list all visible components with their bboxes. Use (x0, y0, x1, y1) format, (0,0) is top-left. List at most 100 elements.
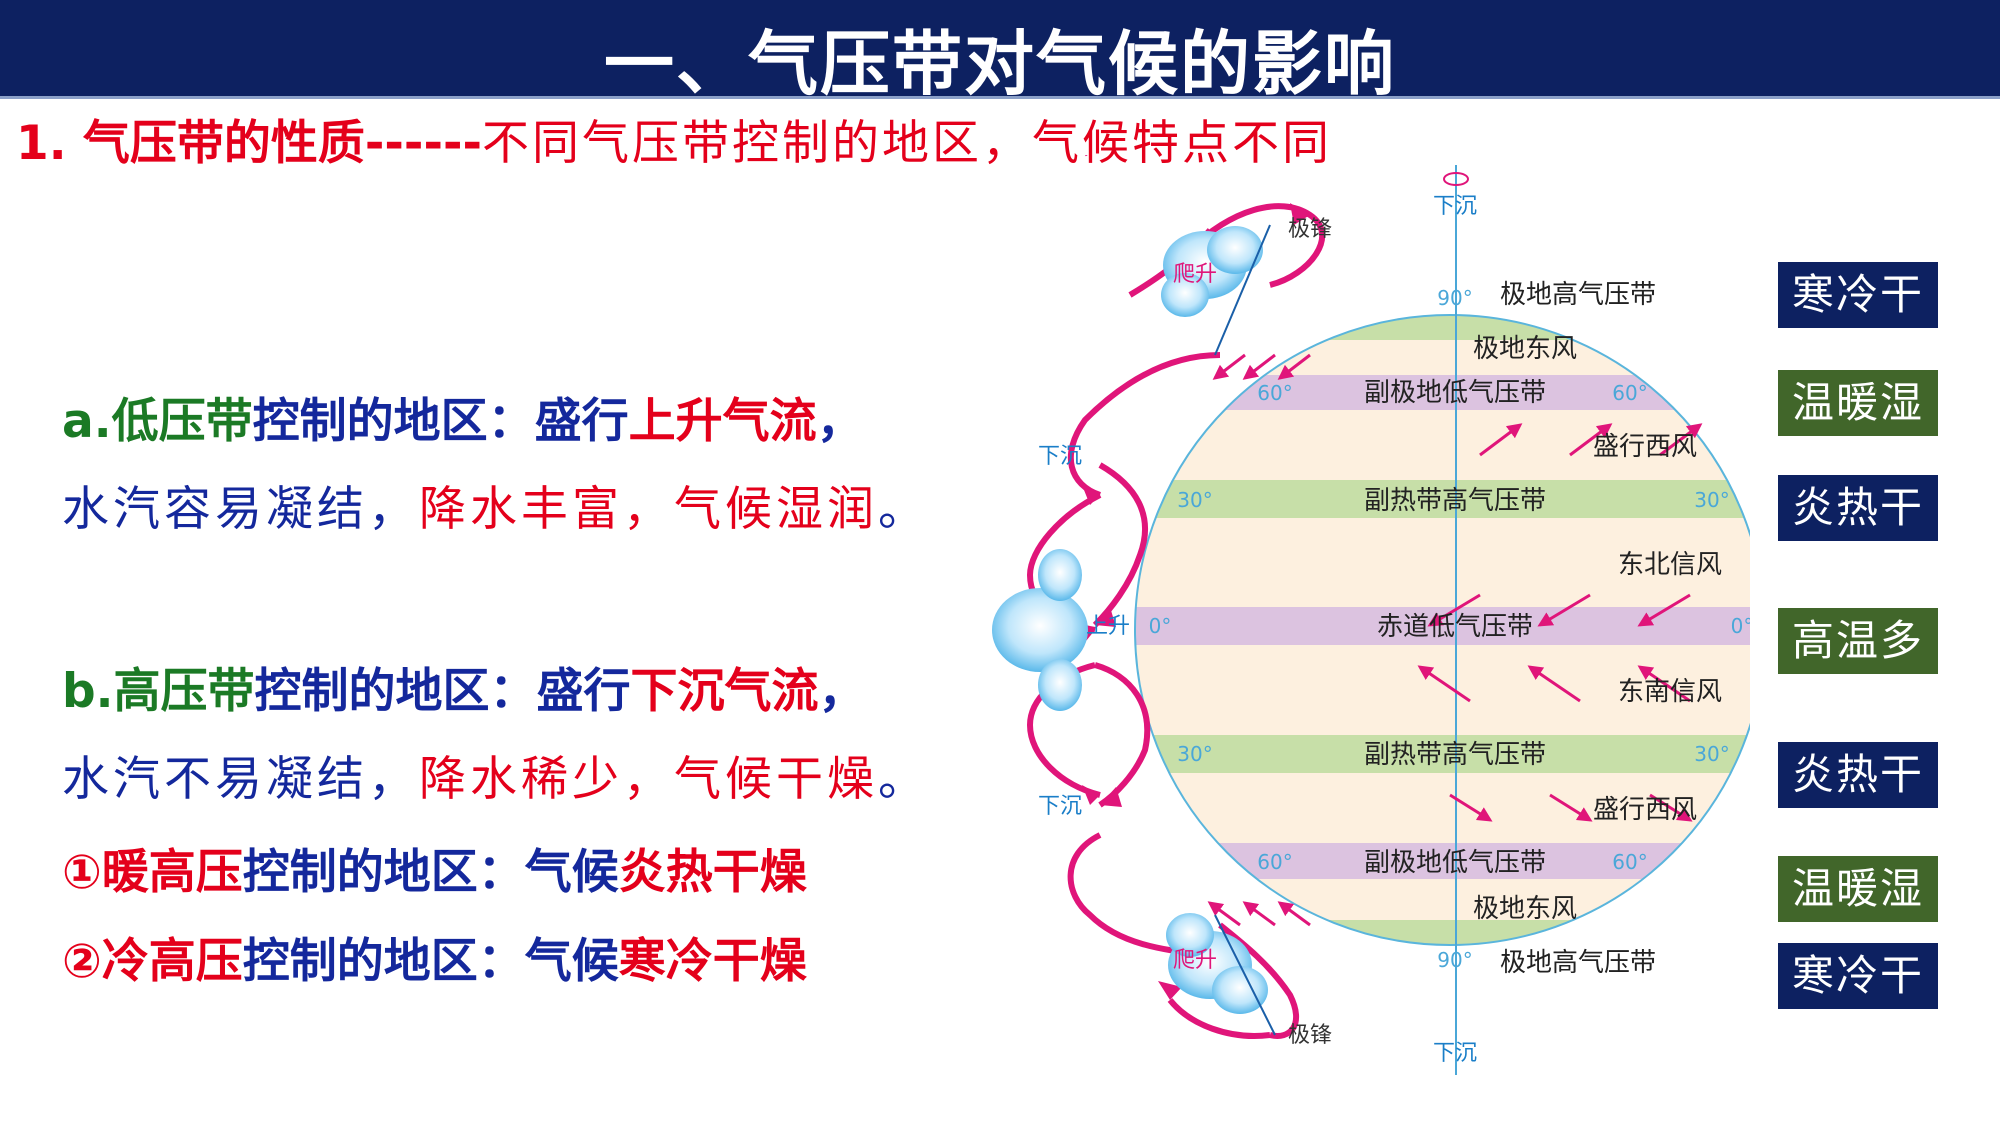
climate-badge: 温暖湿润 (1778, 370, 1938, 493)
wind-arrow (1479, 423, 1523, 457)
wind-arrow (1242, 353, 1276, 380)
wind-arrow (1277, 901, 1311, 927)
lat-30-south-right: 30° (1694, 742, 1729, 766)
se-trades-label: 东南信风 (1618, 677, 1722, 707)
north-climb-label: 爬升 (1173, 262, 1217, 287)
wind-arrow (1649, 793, 1693, 822)
section-heading-label: 1. 气压带的性质------ (16, 116, 482, 171)
polar-front-labels: 极锋 极锋 (1288, 217, 1332, 1048)
low-pressure-comma: ， (816, 394, 864, 449)
low-effect-end: 。 (878, 482, 929, 537)
high-effect-1: 水汽不易凝结， (62, 752, 419, 807)
low-effect-3: 气候湿润 (674, 482, 878, 537)
north-polar-front-line (1214, 224, 1271, 356)
lat-90-north: 90° (1437, 286, 1472, 310)
south-pole-sink-label: 下沉 (1433, 1041, 1477, 1066)
equatorial-low-label: 赤道低气压带 (1377, 612, 1533, 642)
warm-high-line: ①暖高压控制的地区：气候炎热干燥 (62, 833, 807, 902)
south-climb-label: 爬升 (1173, 948, 1217, 973)
high-effect-3: 气候干燥 (674, 752, 878, 807)
lat-60-south-left: 60° (1257, 850, 1292, 874)
ne-trades-label: 东北信风 (1618, 550, 1722, 580)
lat-30-north-left: 30° (1177, 488, 1212, 512)
lat-0-left: 0° (1149, 614, 1172, 638)
warm-high-mid: 控制的地区：气候 (242, 845, 619, 900)
wind-arrow (1427, 593, 1481, 627)
wind-arrows (1207, 353, 1703, 927)
cold-high-prefix: ②冷高压 (62, 934, 243, 989)
north-westerlies-label: 盛行西风 (1593, 432, 1697, 462)
wind-arrow (1569, 423, 1613, 457)
title-bar: 一、气压带对气候的影响 (0, 0, 2000, 105)
north-subtropical-high-label: 副热带高气压带 (1364, 486, 1546, 516)
wind-arrow (1537, 593, 1591, 627)
page-title: 一、气压带对气候的影响 (604, 23, 1396, 105)
north-polar-high-label: 极地高气压带 (1500, 280, 1656, 310)
high-pressure-flow: 下沉气流 (630, 664, 819, 719)
warm-high-climate: 炎热干燥 (618, 845, 807, 900)
low-pressure-line: a.低压带控制的地区：盛行上升气流， (62, 382, 864, 451)
high-pressure-line: b.高压带控制的地区：盛行下沉气流， (62, 652, 866, 721)
high-effect-2: 降水稀少， (419, 752, 674, 807)
south-subpolar-low-label: 副极地低气压带 (1364, 848, 1546, 878)
pressure-belt-diagram: 极地高气压带 极地东风 副极地低气压带 盛行西风 副热带高气压带 东北信风 赤道… (992, 155, 1750, 1075)
north-cloud (1161, 226, 1263, 317)
equator-rise-label: 上升 (1086, 614, 1130, 639)
warm-high-prefix: ①暖高压 (62, 845, 243, 900)
north-polar-easterlies-label: 极地东风 (1473, 334, 1577, 364)
wind-arrow (1212, 353, 1246, 380)
north-subpolar-low-label: 副极地低气压带 (1364, 378, 1546, 408)
high-pressure-effects: 水汽不易凝结，降水稀少，气候干燥。 (62, 740, 929, 809)
low-pressure-prefix: a.低压带 (62, 394, 253, 449)
climb-labels: 爬升 爬升 (1173, 262, 1217, 973)
south-westerlies-label: 盛行西风 (1593, 795, 1697, 825)
climate-badge: 高温多雨 (1778, 608, 1938, 731)
north-pole-sink-label: 下沉 (1433, 194, 1477, 219)
lat-60-south-right: 60° (1612, 850, 1647, 874)
south-polar-front-label: 极锋 (1288, 1023, 1332, 1048)
climate-badge: 寒冷干燥 (1778, 262, 1938, 385)
lat-0-right: 0° (1731, 614, 1750, 638)
belt-labels: 极地高气压带 极地东风 副极地低气压带 盛行西风 副热带高气压带 东北信风 赤道… (1364, 280, 1722, 978)
wind-arrow (1659, 423, 1703, 457)
high-pressure-prefix: b.高压带 (62, 664, 255, 719)
south-30-sink-label: 下沉 (1038, 794, 1082, 819)
low-effect-2: 降水丰富， (419, 482, 674, 537)
wind-arrow (1242, 901, 1276, 927)
wind-arrow (1549, 793, 1593, 822)
wind-arrow (1449, 793, 1493, 822)
high-pressure-control: 控制的地区：盛行 (254, 664, 631, 719)
south-subtropical-high-label: 副热带高气压带 (1364, 740, 1546, 770)
low-pressure-control: 控制的地区：盛行 (252, 394, 629, 449)
wind-arrow (1277, 353, 1311, 380)
north-30-sink-label: 下沉 (1038, 444, 1082, 469)
south-polar-easterlies-label: 极地东风 (1473, 894, 1577, 924)
low-pressure-effects: 水汽容易凝结，降水丰富，气候湿润。 (62, 470, 929, 539)
motion-labels: 下沉 下沉 上升 下沉 下沉 (1038, 194, 1477, 1066)
wind-arrow (1527, 665, 1581, 703)
climate-badge: 炎热干燥 (1778, 475, 1938, 598)
cold-high-mid: 控制的地区：气候 (242, 934, 619, 989)
section-heading: 1. 气压带的性质------不同气压带控制的地区，气候特点不同 (16, 104, 1332, 173)
wind-arrow (1207, 901, 1241, 927)
lat-60-north-left: 60° (1257, 381, 1292, 405)
lat-30-north-right: 30° (1694, 488, 1729, 512)
cold-high-line: ②冷高压控制的地区：气候寒冷干燥 (62, 922, 807, 991)
lat-30-south-left: 30° (1177, 742, 1212, 766)
north-polar-front-label: 极锋 (1288, 217, 1332, 242)
low-effect-1: 水汽容易凝结， (62, 482, 419, 537)
climate-badge: 炎热干燥 (1778, 742, 1938, 865)
cold-high-climate: 寒冷干燥 (618, 934, 807, 989)
lat-90-south: 90° (1437, 948, 1472, 972)
high-effect-end: 。 (878, 752, 929, 807)
wind-arrow (1637, 593, 1691, 627)
equator-cloud (992, 549, 1088, 711)
south-polar-high-label: 极地高气压带 (1500, 948, 1656, 978)
south-polar-front-line (1214, 914, 1276, 1036)
climate-badge: 寒冷干燥 (1778, 943, 1938, 1066)
section-heading-text: 不同气压带控制的地区，气候特点不同 (481, 116, 1332, 171)
lat-60-north-right: 60° (1612, 381, 1647, 405)
climate-badge: 温暖湿润 (1778, 856, 1938, 979)
low-pressure-flow: 上升气流 (628, 394, 817, 449)
latitude-labels: 90° 60° 60° 30° 30° 0° 0° 30° 30° 60° 60… (1149, 286, 1750, 972)
